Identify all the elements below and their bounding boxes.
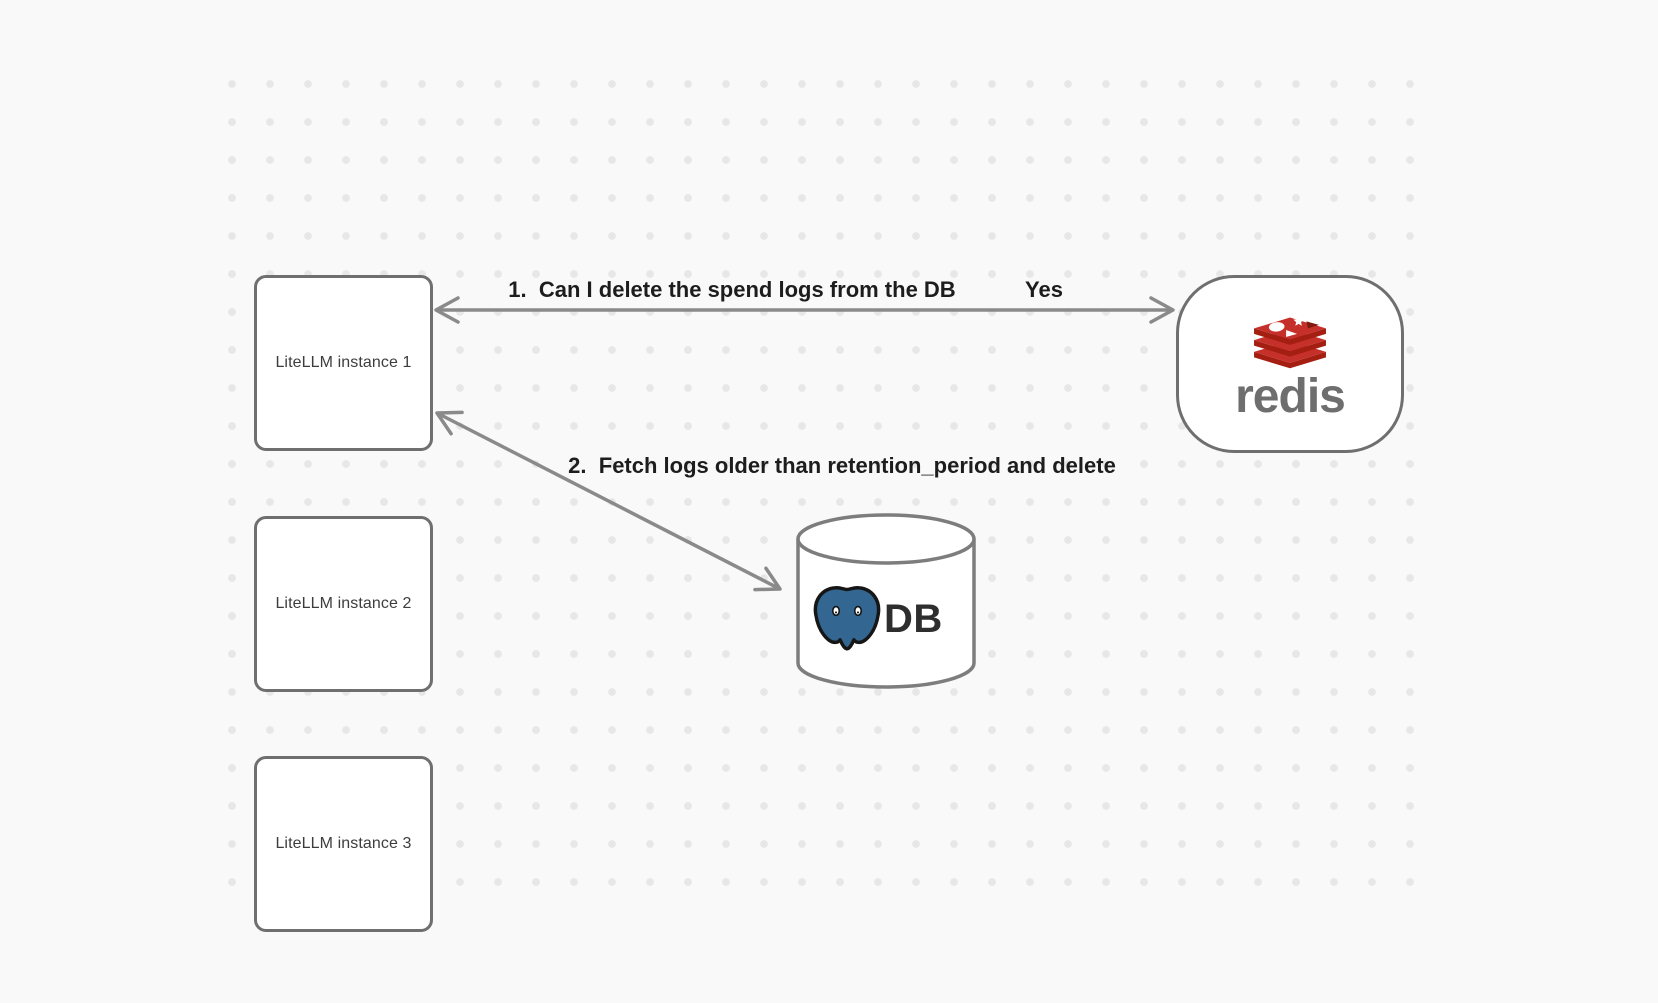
node-litellm-instance-3[interactable]: LiteLLM instance 3 bbox=[254, 756, 433, 932]
database-content: DB bbox=[810, 582, 943, 656]
redis-wordmark: redis bbox=[1235, 369, 1346, 423]
node-litellm-instance-1[interactable]: LiteLLM instance 1 bbox=[254, 275, 433, 451]
database-cylinder-top bbox=[796, 513, 976, 565]
postgresql-elephant-icon bbox=[813, 585, 881, 651]
node-litellm-instance-2[interactable]: LiteLLM instance 2 bbox=[254, 516, 433, 692]
redis-logo-icon bbox=[1254, 315, 1326, 368]
edge-1-label: 1. Can I delete the spend logs from the … bbox=[508, 277, 956, 302]
database-cylinder-body bbox=[796, 539, 976, 689]
instance-1-label: LiteLLM instance 1 bbox=[275, 354, 412, 371]
instance-2-label: LiteLLM instance 2 bbox=[275, 595, 412, 612]
node-database[interactable] bbox=[796, 512, 976, 690]
instance-3-label: LiteLLM instance 3 bbox=[275, 835, 412, 852]
edge-2-label: 2. Fetch logs older than retention_perio… bbox=[568, 453, 1116, 478]
db-label: DB bbox=[884, 596, 943, 641]
edge-1-answer-label: Yes bbox=[1025, 277, 1063, 302]
edge-2-arrow-instance1-db[interactable] bbox=[435, 410, 782, 592]
node-redis[interactable]: redis bbox=[1176, 275, 1404, 453]
